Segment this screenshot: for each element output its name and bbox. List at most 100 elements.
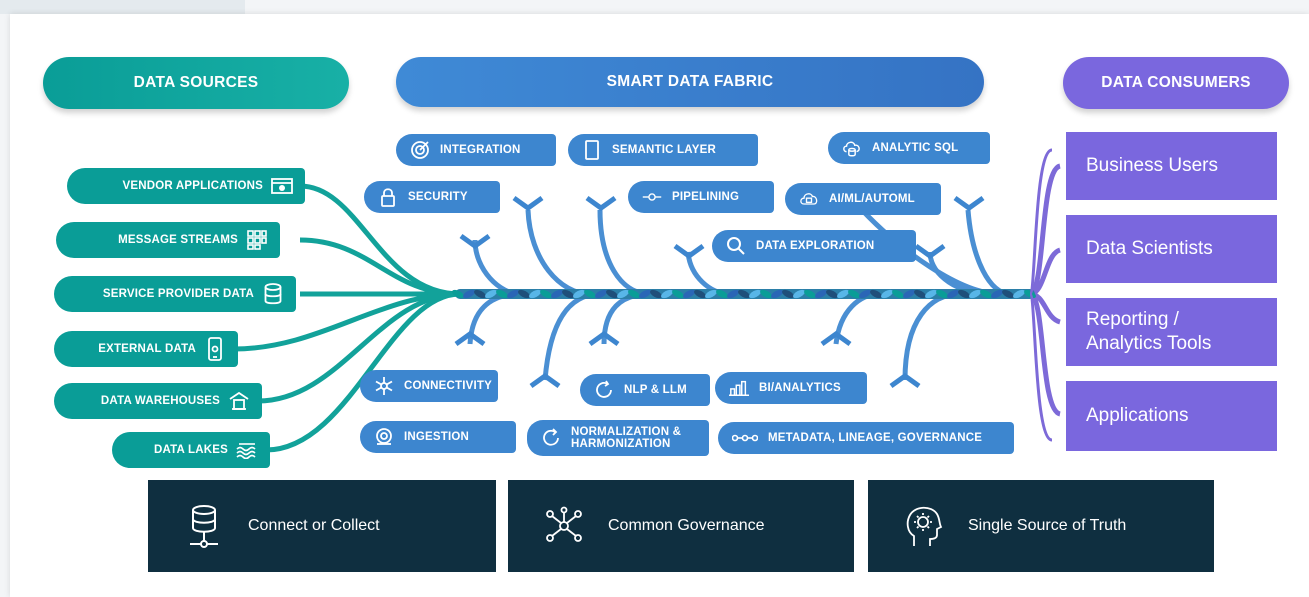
- pillar-label: Common Governance: [608, 517, 765, 534]
- consumer-label: Business Users: [1086, 155, 1218, 176]
- consumer-data-scientists: Data Scientists: [1066, 215, 1277, 283]
- feature-nlp-llm: NLP & LLM: [580, 374, 710, 406]
- consumer-label: Applications: [1086, 405, 1189, 426]
- feature-data-exploration: DATA EXPLORATION: [712, 230, 916, 262]
- braid-strand: [661, 289, 673, 299]
- pillar-connect-or-collect: Connect or Collect: [148, 480, 496, 572]
- braid-strand: [496, 289, 508, 299]
- braid-strand: [958, 289, 970, 299]
- feature-label: METADATA, LINEAGE, GOVERNANCE: [768, 432, 983, 444]
- consumer-reporting-analytics-tools: Reporting /Analytics Tools: [1066, 298, 1277, 366]
- braid-strand: [452, 289, 464, 299]
- feature-label: CONNECTIVITY: [404, 380, 493, 392]
- braid-strand: [584, 289, 596, 299]
- feature-analytic-sql: ANALYTIC SQL: [828, 132, 990, 164]
- braid-strand: [1002, 289, 1014, 299]
- braid-strand: [914, 289, 926, 299]
- source-service-provider-data: SERVICE PROVIDER DATA: [54, 276, 296, 312]
- bar-chart-icon: [729, 378, 749, 398]
- snowflake-icon: [374, 376, 394, 396]
- braid-strand: [749, 289, 761, 299]
- source-message-streams: MESSAGE STREAMS: [56, 222, 280, 258]
- braid-strand: [606, 289, 618, 299]
- feature-label-line2: HARMONIZATION: [571, 438, 671, 450]
- source-label: VENDOR APPLICATIONS: [122, 180, 263, 192]
- warehouse-icon: [228, 390, 250, 412]
- feature-label: NORMALIZATION &HARMONIZATION: [571, 426, 681, 450]
- feature-label: INTEGRATION: [440, 144, 521, 156]
- feature-label: DATA EXPLORATION: [756, 240, 875, 252]
- feature-ingestion: INGESTION: [360, 421, 516, 453]
- data-braid: [452, 289, 1036, 299]
- mobile-icon: [204, 337, 226, 361]
- braid-strand: [628, 289, 640, 299]
- lock-icon: [378, 187, 398, 207]
- braid-strand: [507, 289, 519, 299]
- source-label: SERVICE PROVIDER DATA: [102, 288, 254, 300]
- database-icon: [262, 283, 284, 305]
- feature-metadata-lineage-governance: METADATA, LINEAGE, GOVERNANCE: [718, 422, 1014, 454]
- braid-strand: [936, 289, 948, 299]
- pipeline-icon: [642, 187, 662, 207]
- braid-strand: [870, 289, 882, 299]
- braid-strand: [815, 289, 827, 299]
- source-data-warehouses: DATA WAREHOUSES: [54, 383, 262, 419]
- feature-label: AI/ML/AUTOML: [829, 193, 915, 205]
- braid-strand: [694, 289, 706, 299]
- braid-strand: [672, 289, 684, 299]
- braid-strand: [804, 289, 816, 299]
- pillar-label: Connect or Collect: [248, 517, 380, 534]
- lineage-icon: [732, 428, 758, 448]
- background-corner: [0, 0, 245, 14]
- cloud-chip-icon: [799, 189, 819, 209]
- refresh-icon: [541, 428, 561, 448]
- head-gear-icon: [902, 504, 946, 548]
- consumer-business-users: Business Users: [1066, 132, 1277, 200]
- braid-strand: [1013, 289, 1025, 299]
- cloud-db-icon: [842, 138, 862, 158]
- pillar-label: Single Source of Truth: [968, 517, 1127, 534]
- feature-label: BI/ANALYTICS: [759, 382, 841, 394]
- braid-strand: [925, 289, 937, 299]
- braid-strand: [727, 289, 739, 299]
- braid-strand: [540, 289, 552, 299]
- braid-strand: [826, 289, 838, 299]
- braid-strand: [837, 289, 849, 299]
- feature-label: ANALYTIC SQL: [872, 142, 959, 154]
- smart-data-fabric-header: SMART DATA FABRIC: [396, 57, 984, 107]
- ingest-icon: [374, 427, 394, 447]
- document-icon: [582, 140, 602, 160]
- braid-strand: [782, 289, 794, 299]
- braid-strand: [562, 289, 574, 299]
- feature-integration: INTEGRATION: [396, 134, 556, 166]
- braid-strand: [848, 289, 860, 299]
- sync-icon: [594, 380, 614, 400]
- feature-connectivity: CONNECTIVITY: [360, 370, 498, 402]
- consumer-label: Data Scientists: [1086, 238, 1213, 259]
- feature-pipelining: PIPELINING: [628, 181, 774, 213]
- feature-label: INGESTION: [404, 431, 470, 443]
- braid-strand: [969, 289, 981, 299]
- braid-strand: [485, 289, 497, 299]
- source-external-data: EXTERNAL DATA: [54, 331, 238, 367]
- braid-strand: [892, 289, 904, 299]
- source-label: EXTERNAL DATA: [98, 343, 196, 355]
- braid-strand: [771, 289, 783, 299]
- feature-label: SEMANTIC LAYER: [612, 144, 716, 156]
- braid-strand: [463, 289, 475, 299]
- source-label: DATA WAREHOUSES: [100, 395, 220, 407]
- braid-strand: [760, 289, 772, 299]
- braid-strand: [617, 289, 629, 299]
- database-network-icon: [182, 504, 226, 548]
- pillar-common-governance: Common Governance: [508, 480, 854, 572]
- braid-strand: [529, 289, 541, 299]
- braid-strand: [639, 289, 651, 299]
- braid-strand: [980, 289, 992, 299]
- braid-strand: [595, 289, 607, 299]
- braid-strand: [903, 289, 915, 299]
- consumer-label: Reporting /Analytics Tools: [1086, 308, 1211, 356]
- braid-strand: [474, 289, 486, 299]
- source-label: DATA LAKES: [154, 444, 228, 456]
- lake-icon: [236, 439, 258, 461]
- braid-strand: [859, 289, 871, 299]
